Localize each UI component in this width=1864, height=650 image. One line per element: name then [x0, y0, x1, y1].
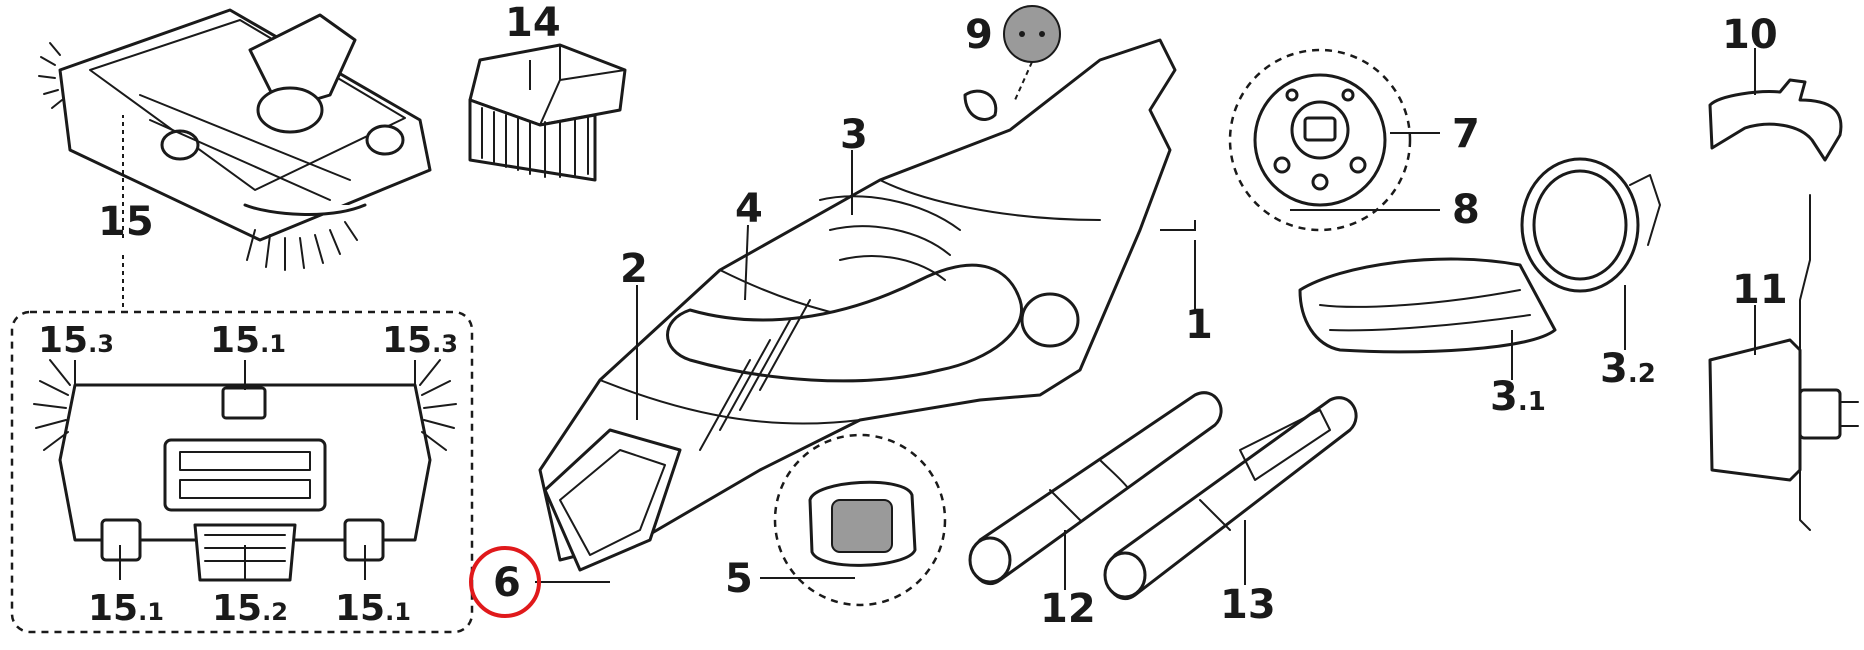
label-15-3-right: 15.3	[382, 320, 458, 361]
label-15-1-bottom-right: 15.1	[335, 588, 411, 629]
tube-12-part	[968, 391, 1223, 586]
label-13: 13	[1220, 582, 1276, 628]
label-1: 1	[1185, 302, 1213, 348]
charger-part	[1708, 194, 1859, 531]
label-9: 9	[965, 12, 993, 58]
label-8: 8	[1452, 187, 1480, 233]
brush-underside-detail-box	[10, 310, 474, 634]
label-4: 4	[735, 186, 763, 232]
label-3-2: 3.2	[1600, 346, 1656, 392]
label-15-3-left: 15.3	[38, 320, 114, 361]
label-2: 2	[620, 246, 648, 292]
label-5: 5	[725, 556, 753, 602]
label-3: 3	[840, 112, 868, 158]
label-15-2: 15.2	[212, 588, 288, 629]
label-3-1: 3.1	[1490, 374, 1546, 420]
label-15-1-bottom-left: 15.1	[88, 588, 164, 629]
label-12: 12	[1040, 586, 1096, 632]
leader-lines	[74, 48, 1756, 590]
label-14: 14	[505, 0, 561, 46]
tube-13-part	[1103, 396, 1358, 601]
label-10: 10	[1722, 12, 1778, 58]
brush-head-part	[38, 8, 432, 271]
label-6: 6	[493, 560, 521, 606]
motor-detail-callout	[1228, 48, 1412, 232]
main-vacuum-body	[538, 38, 1177, 572]
filter-bag-part	[1298, 257, 1557, 354]
label-11: 11	[1732, 267, 1788, 313]
highlight-ring	[469, 546, 541, 618]
label-15-1-top: 15.1	[210, 320, 286, 361]
label-15: 15	[98, 199, 154, 245]
clip-part	[1708, 78, 1843, 162]
label-7: 7	[1452, 111, 1480, 157]
filter-ring-part	[1520, 157, 1661, 293]
small-brush-part	[468, 43, 627, 182]
grey-button-part	[1003, 5, 1061, 101]
filter-detail-callout	[773, 433, 947, 607]
